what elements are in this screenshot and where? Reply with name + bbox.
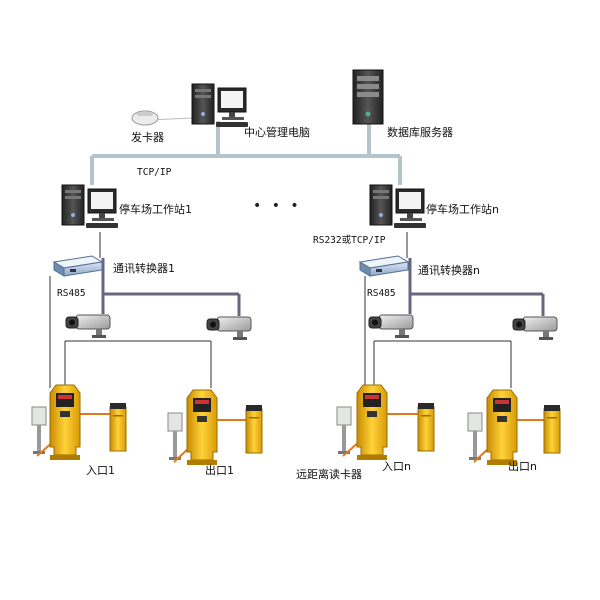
exit-1-label: 出口1	[205, 463, 234, 477]
long-range-reader-exit-1-icon	[167, 412, 183, 461]
barrier-gate-exit-1-icon	[245, 404, 263, 454]
ticket-dispenser-exit-n-icon	[486, 389, 518, 466]
wiring-right	[408, 258, 545, 316]
central-pc-label: 中心管理电脑	[244, 125, 310, 139]
wiring-left	[101, 258, 241, 316]
workstation-1-label: 停车场工作站1	[119, 202, 192, 216]
ticket-dispenser-entry-n-icon	[356, 384, 388, 461]
entry-n-label: 入口n	[382, 460, 411, 473]
camera-entry-1-icon	[65, 314, 111, 339]
tcpip-label: TCP/IP	[137, 167, 172, 178]
long-range-reader-entry-n-icon	[336, 406, 352, 455]
rs485-left-label: RS485	[57, 288, 86, 299]
barrier-gate-entry-1-icon	[109, 402, 127, 452]
central-pc-icon	[191, 83, 249, 128]
camera-exit-n-icon	[512, 316, 558, 341]
converter-n-label: 通讯转换器n	[418, 263, 480, 277]
ticket-dispenser-entry-1-icon	[49, 384, 81, 461]
barrier-gate-exit-n-icon	[543, 404, 561, 454]
converter-1-label: 通讯转换器1	[113, 261, 175, 275]
long-range-reader-exit-n-icon	[467, 412, 483, 461]
card-issuer-label: 发卡器	[131, 130, 164, 144]
converter-1-icon	[53, 255, 103, 277]
long-range-reader-entry-1-icon	[31, 406, 47, 455]
exit-n-label: 出口n	[508, 459, 537, 473]
barrier-gate-entry-n-icon	[417, 402, 435, 452]
camera-entry-n-icon	[368, 314, 414, 339]
ticket-dispenser-exit-1-icon	[186, 389, 218, 466]
camera-exit-1-icon	[206, 316, 252, 341]
card-issuer-icon	[131, 110, 159, 126]
workstation-n-label: 停车场工作站n	[426, 202, 499, 216]
rs232-label: RS232或TCP/IP	[313, 234, 386, 246]
long-range-reader-label: 远距离读卡器	[296, 467, 362, 481]
workstation-1-icon	[61, 184, 119, 229]
workstation-n-icon	[369, 184, 427, 229]
entry-1-label: 入口1	[86, 464, 115, 477]
server-tower-icon	[352, 69, 384, 125]
ellipsis-label: • • •	[253, 198, 302, 214]
rs485-right-label: RS485	[367, 288, 396, 299]
wiring-left-thin	[49, 232, 246, 421]
db-server-label: 数据库服务器	[387, 125, 453, 139]
converter-n-icon	[359, 255, 409, 277]
